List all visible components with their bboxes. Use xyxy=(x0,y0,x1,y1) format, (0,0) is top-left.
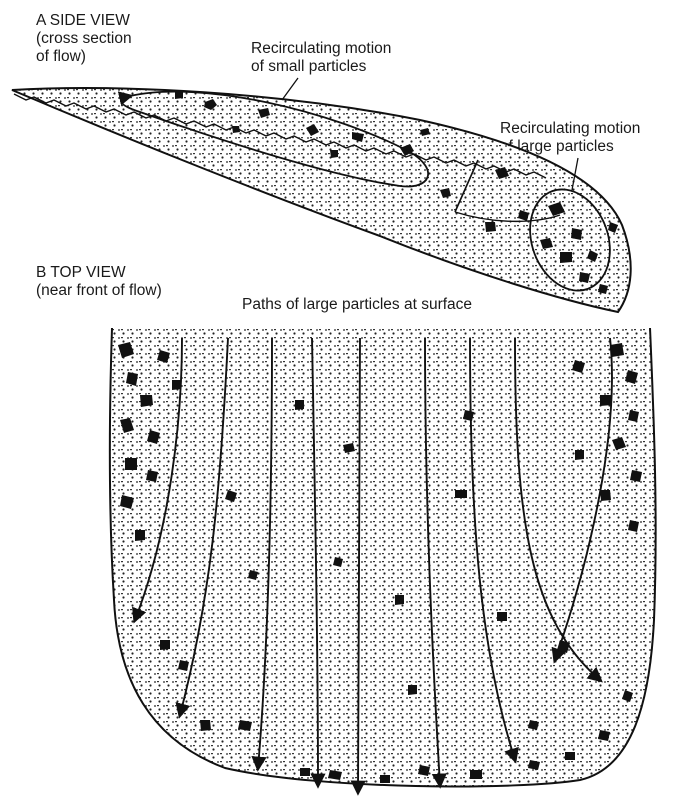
small-particle-pointer xyxy=(282,78,298,100)
side-view-wedge xyxy=(12,78,631,312)
top-view-flow-front xyxy=(110,328,656,792)
